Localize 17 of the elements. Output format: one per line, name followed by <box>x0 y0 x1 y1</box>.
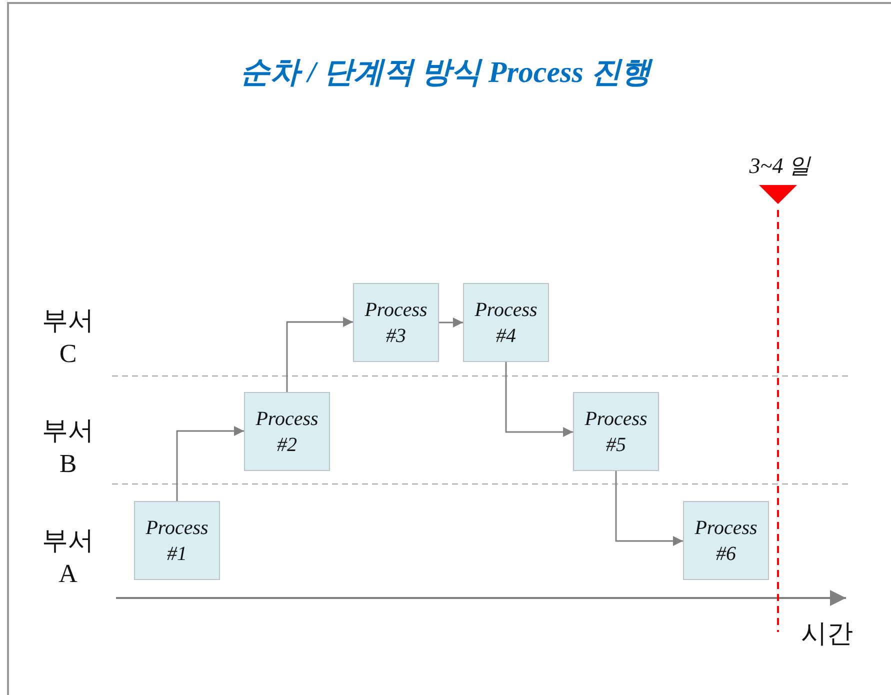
deadline-label: 3~4 일 <box>748 152 812 180</box>
process-box: Process #1 <box>134 501 220 580</box>
arrow <box>286 317 353 392</box>
process-box: Process #5 <box>573 392 659 471</box>
process-box: Process #6 <box>683 501 769 580</box>
process-box: Process #2 <box>244 392 330 471</box>
lane-label: 부서 C <box>41 305 95 370</box>
process-box: Process #4 <box>463 283 549 362</box>
axis-label: 시간 <box>800 618 854 650</box>
lane-label: 부서 B <box>41 415 95 480</box>
arrow <box>505 362 573 437</box>
diagram-title: 순차 / 단계적 방식 Process 진행 <box>239 55 654 91</box>
lane-label: 부서 A <box>41 525 95 590</box>
arrow <box>176 426 244 501</box>
arrow <box>439 318 463 328</box>
arrow <box>615 471 683 546</box>
process-box: Process #3 <box>353 283 439 362</box>
